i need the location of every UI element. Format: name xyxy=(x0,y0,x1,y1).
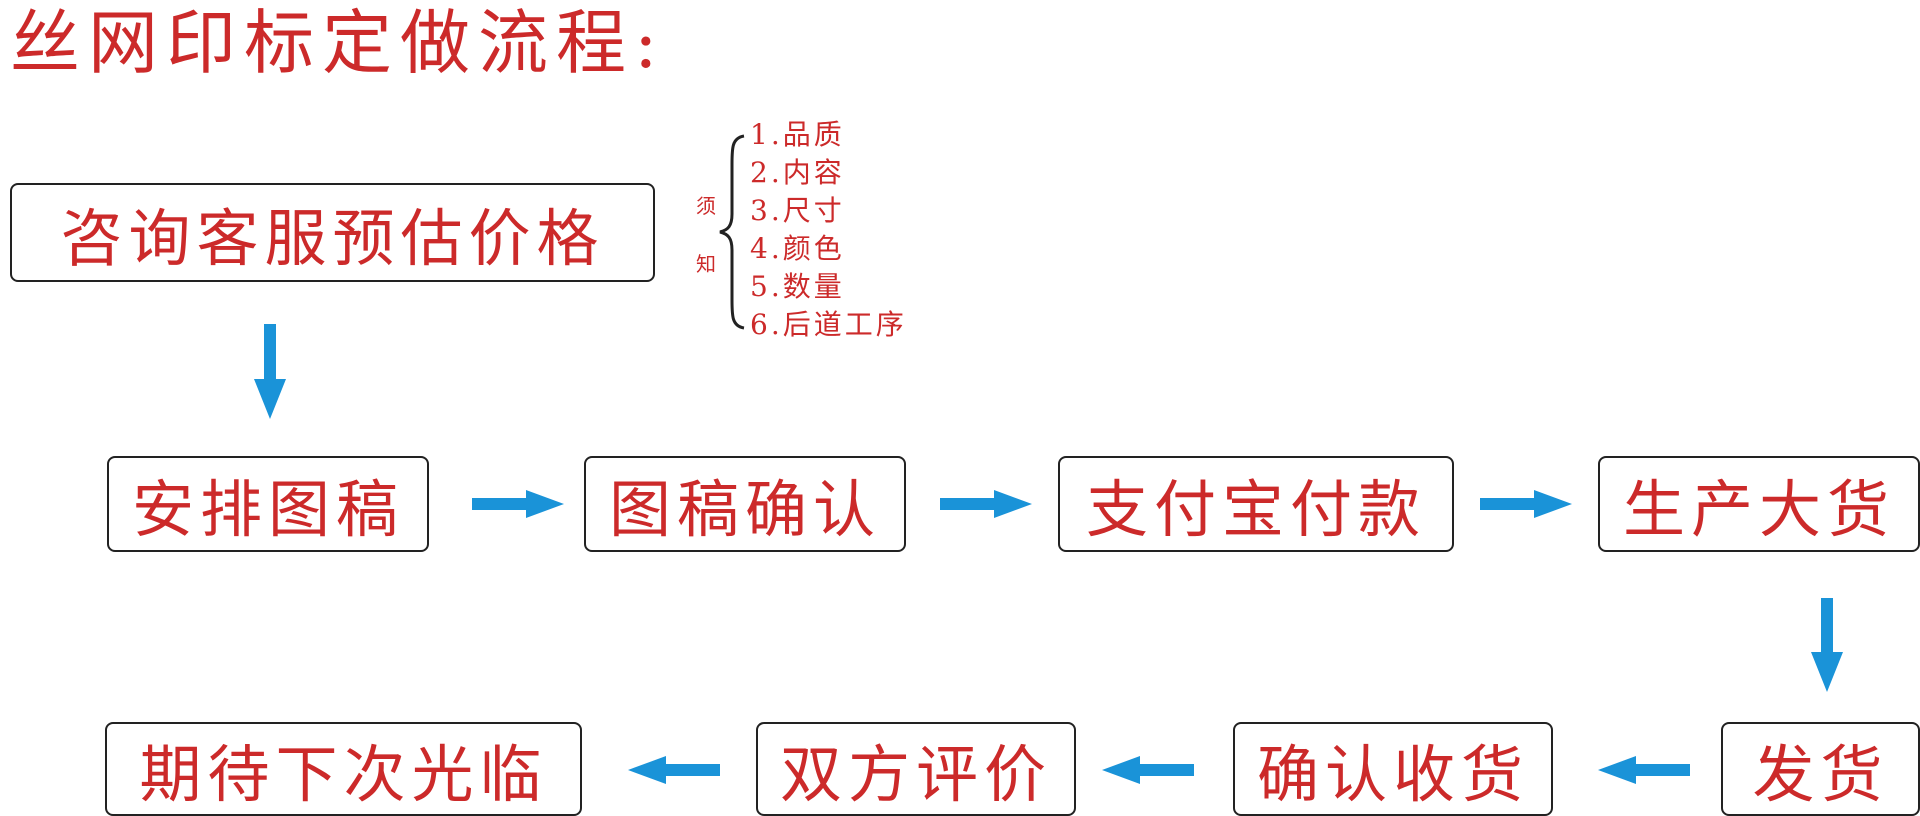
step-consult-label: 咨询客服预估价格 xyxy=(60,201,605,275)
step-next-visit-box: 期待下次光临 xyxy=(105,722,582,816)
step-confirm-draft-label: 图稿确认 xyxy=(608,473,881,546)
arrow-left-2 xyxy=(1102,756,1194,784)
note-item-content: 2.内容 xyxy=(750,156,845,189)
step-confirm-receipt-box: 确认收货 xyxy=(1233,722,1553,816)
step-mass-production-label: 生产大货 xyxy=(1622,473,1895,546)
step-confirm-receipt-label: 确认收货 xyxy=(1256,738,1529,811)
arrow-left-1 xyxy=(1598,756,1690,784)
step-alipay-payment-box: 支付宝付款 xyxy=(1058,456,1454,552)
step-arrange-draft-box: 安排图稿 xyxy=(107,456,429,552)
step-next-visit-label: 期待下次光临 xyxy=(139,738,548,811)
step-mutual-review-box: 双方评价 xyxy=(756,722,1076,816)
step-consult-box: 咨询客服预估价格 xyxy=(10,183,655,282)
step-ship-box: 发货 xyxy=(1721,722,1920,816)
step-mass-production-box: 生产大货 xyxy=(1598,456,1920,552)
step-alipay-payment-label: 支付宝付款 xyxy=(1085,473,1426,546)
arrow-down-1 xyxy=(254,324,286,419)
notes-side-label-1: 须 xyxy=(696,194,716,218)
notes-brace xyxy=(719,134,745,330)
arrow-right-1 xyxy=(472,490,564,518)
step-mutual-review-label: 双方评价 xyxy=(779,738,1052,811)
notes-side-label-2: 知 xyxy=(696,252,716,276)
note-item-size: 3.尺寸 xyxy=(750,194,845,227)
page-title: 丝网印标定做流程: xyxy=(10,2,666,84)
arrow-right-2 xyxy=(940,490,1032,518)
step-arrange-draft-label: 安排图稿 xyxy=(131,473,404,546)
note-item-post-process: 6.后道工序 xyxy=(750,308,907,341)
note-item-color: 4.颜色 xyxy=(750,232,845,265)
arrow-right-3 xyxy=(1480,490,1572,518)
arrow-left-3 xyxy=(628,756,720,784)
arrow-down-2 xyxy=(1811,598,1843,692)
step-confirm-draft-box: 图稿确认 xyxy=(584,456,906,552)
note-item-quality: 1.品质 xyxy=(750,118,845,151)
step-ship-label: 发货 xyxy=(1752,738,1889,811)
note-item-quantity: 5.数量 xyxy=(750,270,845,303)
